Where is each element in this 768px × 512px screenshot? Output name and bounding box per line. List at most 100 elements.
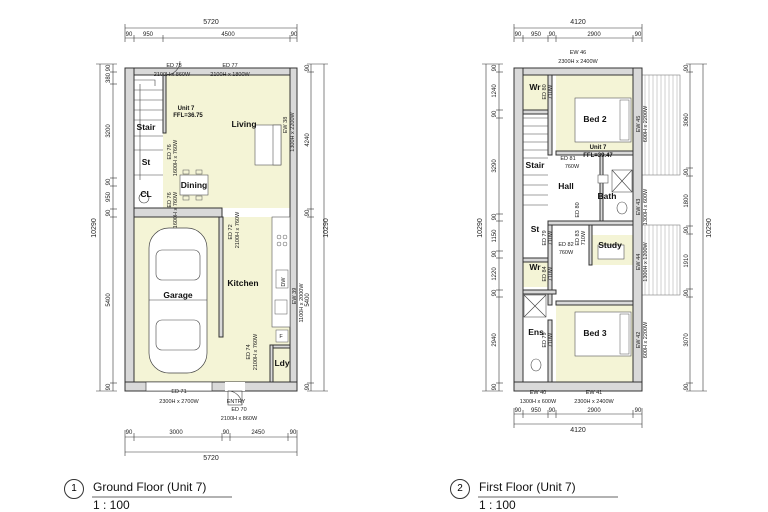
ff-left-dim-4: 3290 [492,159,498,173]
ff-bottom-dimensions: 90 950 90 2900 90 4120 [513,408,643,434]
ff-left-dim-2: 1240 [492,84,498,98]
gf-left-dim-1: 90 [106,64,112,71]
gf-overall-width: 5720 [203,19,219,26]
ff-bottom-dim-2: 950 [531,408,542,414]
ff-walls [513,67,643,392]
gf-left-dim-5: 950 [106,191,112,202]
gf-top-dim-4: 90 [291,32,298,38]
ff-overall-width-bottom: 4120 [570,427,586,434]
gf-tag-ed70-size: 2100H x 860W [221,416,258,422]
ff-tag-ew43-size: 1300H x 600W [643,188,649,225]
ff-tag-ed79a: ED 79 [542,230,548,245]
ff-tag-ed81-size: 760W [565,164,580,170]
ff-scale: 1 : 100 [479,498,516,512]
ff-left-dim-11: 90 [492,383,498,390]
ff-top-dim-3: 90 [549,32,556,38]
gf-ffl: FFL=36.75 [173,113,203,119]
ff-room-ens: Ens [528,327,544,337]
ff-left-dim-10: 2940 [492,333,498,347]
ff-tag-ew46-size: 2300H x 2400W [558,59,598,65]
gf-tag-ed74-size: 2100H x 760W [253,333,259,370]
ff-tag-ed80: ED 80 [542,84,548,99]
gf-scale: 1 : 100 [93,498,130,512]
ff-unit-label: Unit 7 [590,145,607,151]
gf-room-living: Living [231,119,256,129]
ff-bed3-furniture [574,311,632,357]
gf-top-dim-2: 950 [143,32,154,38]
gf-label-dw: DW [281,277,287,287]
ff-top-dim-2: 950 [531,32,542,38]
gf-overall-width-bottom: 5720 [203,455,219,462]
gf-tag-ed71-size: 2300H x 2700W [159,399,199,405]
ff-tag-ew45: EW 45 [636,116,642,133]
ff-ffl: FFL=39.47 [583,153,613,159]
gf-tag-ed78: ED 78 [166,63,181,69]
gf-kitchen-bench [271,216,291,328]
ff-right-dim-1: 90 [684,64,690,71]
gf-tag-ed76a-size: 1600H x 760W [173,139,179,176]
gf-tag-ed70: ED 70 [231,407,246,413]
ff-tag-ew44-size: 1300H x 1200W [643,241,649,281]
ff-tag-ew43: EW 43 [636,199,642,216]
gf-tag-ew39: EW 39 [292,288,298,305]
gf-right-dim-4: 5400 [305,293,311,307]
gf-room-stair: Stair [137,122,157,132]
ff-top-dim-1: 90 [515,32,522,38]
gf-right-dim-5: 90 [305,383,311,390]
ff-tag-ed79b: ED 79 [542,332,548,347]
gf-tag-ew39-size: 1100H x 2000W [299,283,305,323]
ff-right-dim-4: 1800 [684,194,690,208]
ff-left-dim-8: 1220 [492,267,498,281]
ff-right-dim-8: 3070 [684,333,690,347]
gf-top-dim-3: 4500 [221,32,235,38]
gf-left-dim-7: 5400 [106,293,112,307]
gf-room-kitchen: Kitchen [227,278,258,288]
ff-left-dim-6: 1150 [492,229,498,243]
gf-bottom-dimensions: 90 3000 90 2450 90 5720 [124,430,298,462]
ff-bottom-dim-3: 90 [549,408,556,414]
ff-ens-fixtures [523,294,547,372]
gf-view-number: 1 [64,479,84,499]
ff-tag-ed79a-size: 710W [548,230,554,245]
ff-bottom-dim-1: 90 [515,408,522,414]
gf-bottom-dim-4: 2450 [251,430,265,436]
ff-tag-ed82-size: 760W [559,250,574,256]
ff-room-hall: Hall [558,181,574,191]
gf-right-dimensions: 90 4240 90 5400 90 10290 [305,63,330,392]
gf-top-dimensions: 5720 90 950 4500 90 [124,19,298,42]
ff-top-dim-5: 90 [635,32,642,38]
gf-tag-ed71: ED 71 [171,389,186,395]
ff-tag-ed83-size: 710W [581,230,587,245]
ff-view-number: 2 [450,479,470,499]
first-floor-plan: 4120 90 950 90 2900 90 90 950 90 2900 90… [477,19,713,434]
gf-tag-ew38: EW 38 [283,117,289,134]
gf-overall-height-right: 10290 [323,218,330,238]
ff-overall-height: 10290 [477,218,484,238]
gf-room-ldy: Ldy [274,358,289,368]
gf-bottom-dim-2: 3000 [169,430,183,436]
gf-car [148,227,208,374]
ff-wr-bottom-floor [523,262,548,287]
ff-room-bath: Bath [598,191,617,201]
ff-right-dim-6: 1910 [684,254,690,268]
gf-tag-ed77: ED 77 [222,63,237,69]
gf-right-dim-1: 90 [305,64,311,71]
ff-room-stair: Stair [526,160,546,170]
ff-right-dim-2: 3060 [684,113,690,127]
ff-tag-ew40: EW 40 [530,390,547,396]
gf-top-dim-1: 90 [126,32,133,38]
ff-bottom-dim-5: 90 [635,408,642,414]
ff-left-dim-3: 90 [492,110,498,117]
gf-entry-door [227,390,243,406]
gf-left-dim-4: 90 [106,178,112,185]
ff-right-dimensions: 90 3060 90 1800 90 1910 90 3070 90 10290 [684,63,713,392]
gf-tag-ed72: ED 72 [228,224,234,239]
gf-tag-ed78-size: 2100H x 860W [154,72,191,78]
gf-right-dim-3: 90 [305,209,311,216]
gf-entry-opening [225,382,245,391]
ff-tag-ed79b-size: 710W [548,332,554,347]
ff-tag-ed84: ED 84 [542,266,548,281]
ff-bed2-furniture [574,97,632,143]
ff-right-dim-3: 90 [684,168,690,175]
